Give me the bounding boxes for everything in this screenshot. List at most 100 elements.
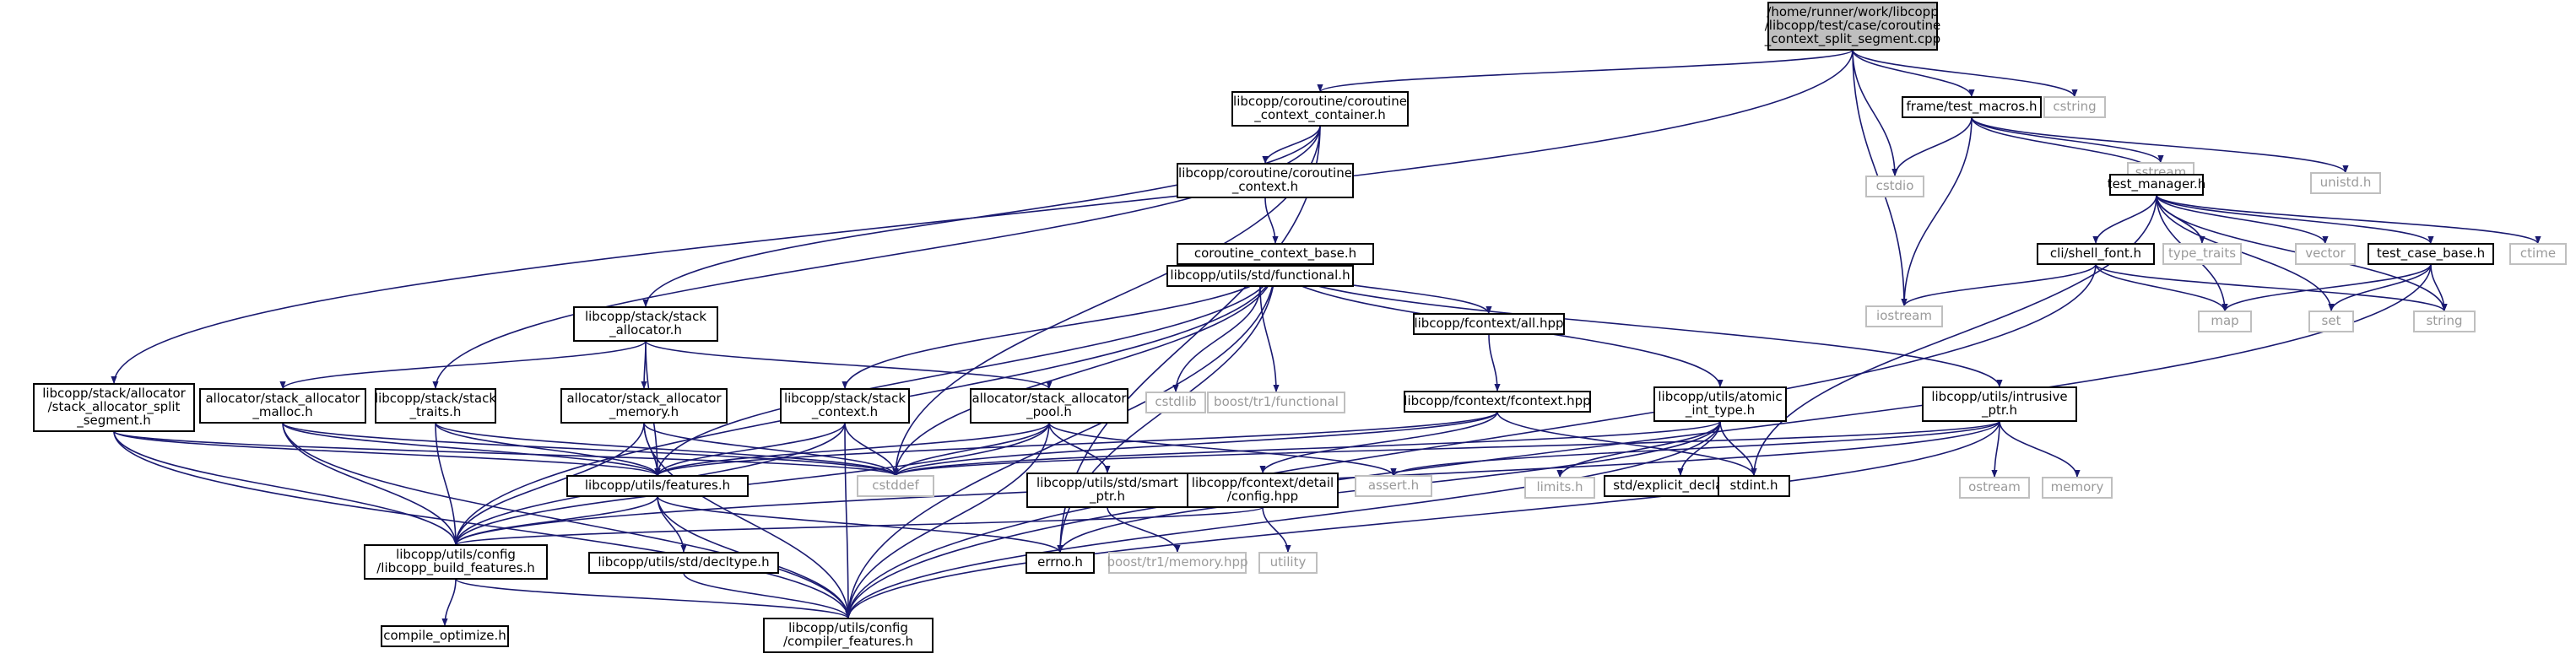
node-label: iostream (1876, 308, 1932, 323)
node-cstdio: cstdio (1865, 176, 1924, 197)
node-box (1865, 176, 1924, 197)
edge-stack-context-to-features (654, 422, 846, 477)
edge-smart-ptr-to-boost-memory (1107, 506, 1181, 554)
node-atomic-int[interactable]: libcopp/utils/atomic_int_type.h (1653, 386, 1787, 422)
node-label: libcopp/utils/config (396, 547, 516, 562)
node-build-features[interactable]: libcopp/utils/config/libcopp_build_featu… (364, 544, 548, 580)
node-ctx-base[interactable]: coroutine_context_base.h (1177, 243, 1374, 265)
edge-features-to-build-features (452, 495, 658, 546)
node-box (1413, 313, 1565, 335)
node-stack-allocator[interactable]: libcopp/stack/stack_allocator.h (573, 306, 718, 342)
node-test-macros[interactable]: frame/test_macros.h (1902, 96, 2042, 118)
node-box (381, 625, 509, 647)
node-box (1524, 477, 1595, 499)
node-errno[interactable]: errno.h (1026, 552, 1095, 574)
node-container[interactable]: libcopp/coroutine/coroutine_context_cont… (1231, 91, 1409, 127)
node-alloc-pool[interactable]: allocator/stack_allocator_pool.h (970, 388, 1128, 424)
edge-alloc-memory-to-build-features (452, 422, 645, 546)
node-box (1767, 2, 1938, 51)
node-features[interactable]: libcopp/utils/features.h (566, 475, 749, 497)
edge-stack-allocator-to-alloc-pool (645, 340, 1053, 390)
node-ostream: ostream (1959, 477, 2030, 499)
edge-layer (111, 49, 2541, 627)
node-label: cstdlib (1155, 394, 1196, 409)
node-label: ostream (1968, 479, 2021, 494)
node-label: errno.h (1037, 554, 1083, 570)
node-assert: assert.h (1355, 475, 1432, 497)
node-box (33, 383, 195, 432)
node-compile-optimize[interactable]: compile_optimize.h (381, 625, 509, 647)
node-cstdlib: cstdlib (1145, 392, 1206, 413)
edge-ctx-base-to-cstddef (892, 263, 1276, 477)
node-shell-font[interactable]: cli/shell_font.h (2037, 243, 2155, 265)
node-label: vector (2305, 246, 2346, 261)
node-label: libcopp/utils/std/functional.h (1170, 267, 1350, 283)
edge-shell-font-to-iostream (1901, 263, 2097, 307)
node-test-manager[interactable]: test_manager.h (2108, 174, 2206, 196)
node-label: libcopp/fcontext/fcontext.hpp (1404, 393, 1590, 408)
node-decltype[interactable]: libcopp/utils/std/decltype.h (588, 552, 779, 574)
edge-test-manager-to-set (2156, 194, 2335, 312)
node-coro-ctx[interactable]: libcopp/coroutine/coroutine_context.h (1177, 163, 1354, 198)
node-box (763, 618, 934, 653)
node-box (2162, 243, 2242, 265)
node-root[interactable]: /home/runner/work/libcopp/libcopp/test/c… (1764, 2, 1941, 51)
edge-intrusive-to-ostream (1991, 420, 2000, 478)
edge-alloc-malloc-to-compiler-features (282, 422, 852, 619)
node-box (1653, 386, 1787, 422)
edge-features-to-errno (657, 495, 1063, 554)
node-box (1231, 91, 1409, 127)
edge-coro-ctx-to-ctx-base (1264, 197, 1279, 245)
node-label: test_case_base.h (2377, 246, 2485, 262)
node-test-case-base[interactable]: test_case_base.h (2368, 243, 2494, 265)
node-box (2308, 311, 2354, 332)
edge-test-case-base-to-string (2430, 263, 2448, 312)
node-alloc-malloc[interactable]: allocator/stack_allocator_malloc.h (199, 388, 366, 424)
node-box (1207, 392, 1345, 413)
edge-functional-to-cstdlib (1172, 285, 1261, 393)
node-intrusive[interactable]: libcopp/utils/intrusive_ptr.h (1922, 386, 2077, 422)
edge-test-manager-to-ctime (2156, 194, 2541, 245)
node-alloc-memory[interactable]: allocator/stack_allocator_memory.h (560, 388, 728, 424)
edge-build-features-to-compile-optimize (441, 578, 457, 627)
edge-test-macros-to-cstdio (1891, 116, 1973, 177)
node-split-seg[interactable]: libcopp/stack/allocator/stack_allocator_… (33, 383, 195, 432)
edge-alloc-memory-to-compiler-features (643, 422, 852, 619)
node-fctx-config[interactable]: libcopp/fcontext/detail/config.hpp (1187, 473, 1339, 508)
node-label: libcopp/utils/std/decltype.h (598, 554, 769, 570)
node-map: map (2198, 311, 2252, 332)
node-cstring: cstring (2043, 96, 2106, 118)
edge-root-to-container (1317, 49, 1854, 93)
node-stack-traits[interactable]: libcopp/stack/stack_traits.h (375, 388, 496, 424)
edge-stack-context-to-compiler-features (844, 422, 852, 619)
node-smart-ptr[interactable]: libcopp/utils/std/smart_ptr.h (1026, 473, 1188, 508)
node-label: stdint.h (1729, 478, 1778, 493)
edge-container-to-stack-allocator (642, 125, 1321, 308)
node-fctx-all[interactable]: libcopp/fcontext/all.hpp (1413, 313, 1565, 335)
node-box (566, 475, 749, 497)
node-label: _traits.h (409, 404, 462, 420)
node-box (588, 552, 779, 574)
node-compiler-features[interactable]: libcopp/utils/config/compiler_features.h (763, 618, 934, 653)
node-box (1355, 475, 1432, 497)
node-fcontext-hpp[interactable]: libcopp/fcontext/fcontext.hpp (1404, 391, 1591, 413)
edge-alloc-pool-to-features (654, 422, 1050, 477)
node-stack-context[interactable]: libcopp/stack/stack_context.h (780, 388, 910, 424)
node-box (1177, 163, 1354, 198)
edge-stack-traits-to-cstddef (435, 422, 899, 477)
node-box (1145, 392, 1206, 413)
node-vector: vector (2295, 243, 2356, 265)
edge-test-case-base-to-set (2328, 263, 2432, 312)
node-set: set (2308, 311, 2354, 332)
node-boost-memory: boost/tr1/memory.hpp (1107, 552, 1248, 574)
node-label: /home/runner/work/libcopp (1767, 4, 1938, 19)
node-functional[interactable]: libcopp/utils/std/functional.h (1166, 265, 1354, 287)
node-label: libcopp/utils/std/smart (1036, 475, 1178, 490)
node-box (2509, 243, 2567, 265)
node-box (1026, 473, 1188, 508)
edge-fcontext-hpp-to-features (654, 411, 1498, 477)
node-stdint[interactable]: stdint.h (1718, 475, 1790, 497)
node-ctime: ctime (2509, 243, 2567, 265)
edge-alloc-malloc-to-build-features (282, 422, 459, 546)
